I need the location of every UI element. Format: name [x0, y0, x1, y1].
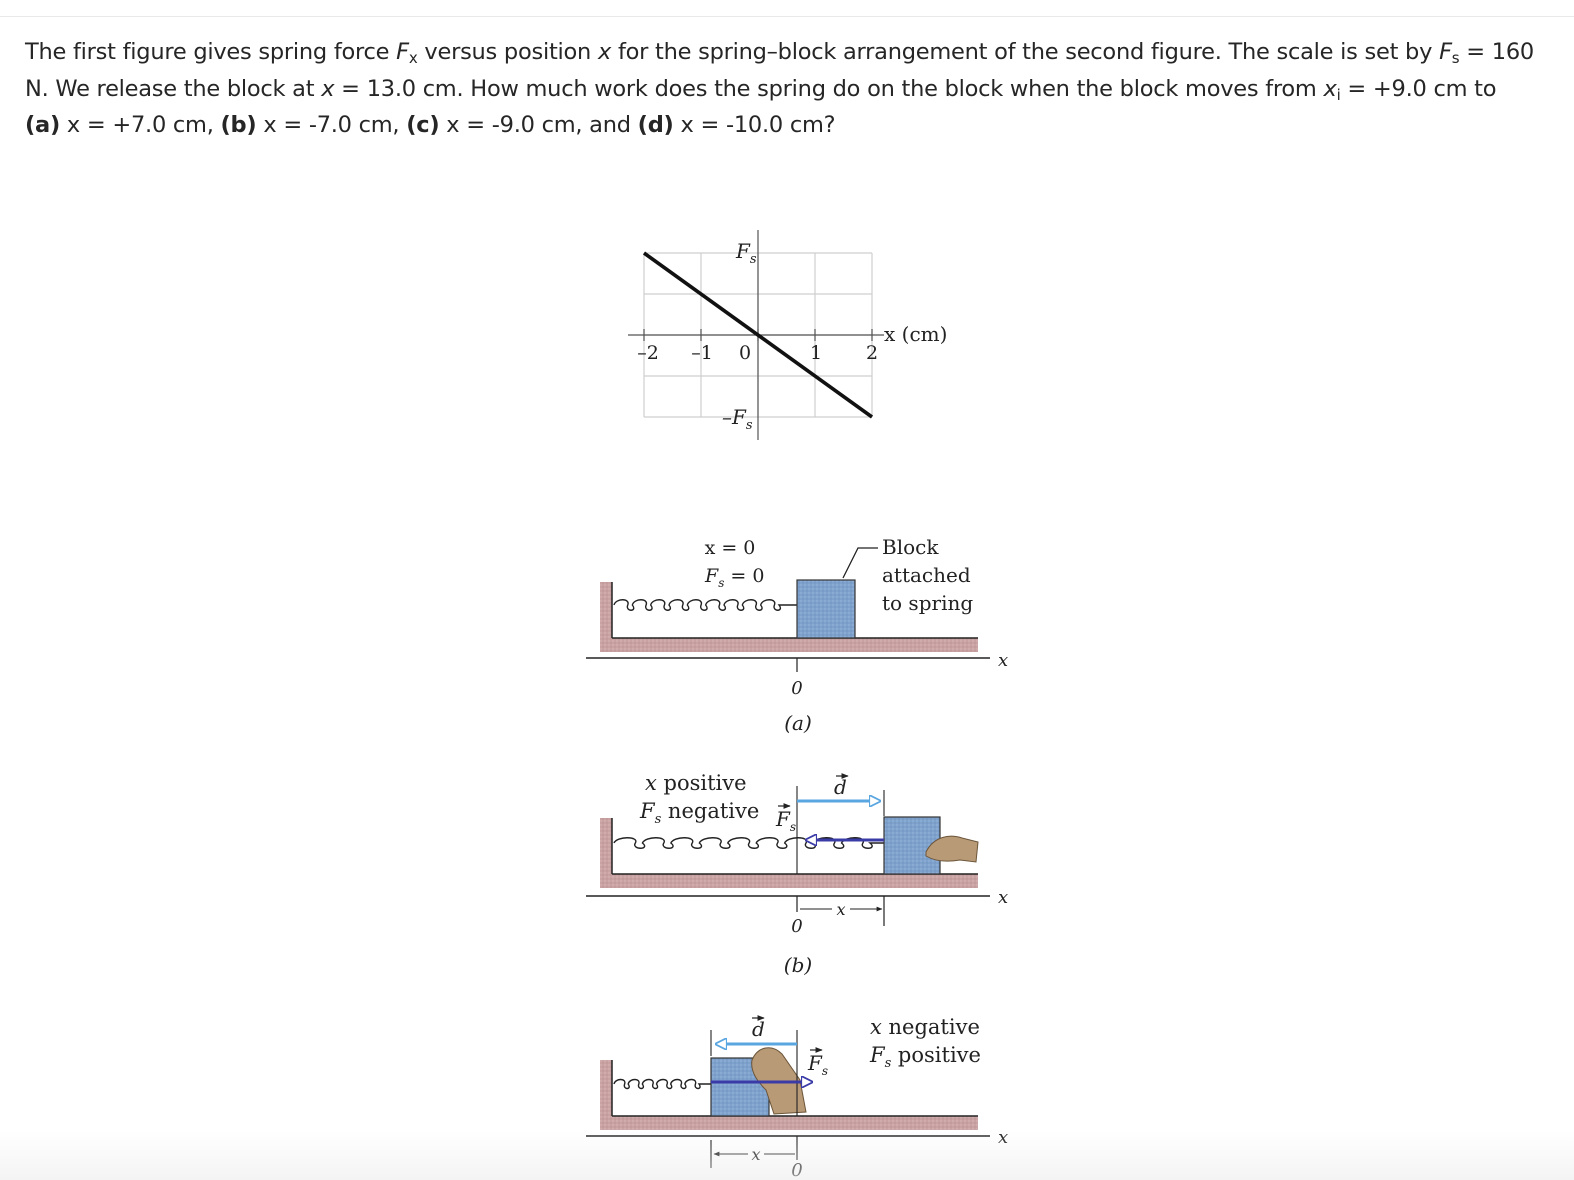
x-tick-label: 1	[810, 342, 822, 364]
fs-top-label: Fs	[735, 239, 757, 267]
panel-b-spring	[613, 837, 884, 849]
panel-c-line2: Fs positive	[869, 1043, 981, 1071]
question-part: = 160 N. We release the block at	[25, 39, 1534, 102]
part-c-text: x = -9.0 cm, and	[439, 112, 638, 138]
fs-variable: F	[1439, 39, 1452, 65]
question-text: The first figure gives spring force Fx v…	[25, 34, 1560, 144]
panel-c-spring	[613, 1078, 711, 1090]
block-label-line2: attached	[882, 563, 971, 587]
fx-subscript: x	[408, 49, 418, 67]
x-variable: x	[321, 75, 335, 102]
panel-b-hand	[925, 835, 979, 863]
panel-a: x = 0 Fs = 0 Block attached to spring 0 …	[586, 535, 1008, 735]
question-part: = 13.0 cm. How much work does the spring…	[334, 75, 1324, 102]
question-part: The first figure gives spring force	[25, 39, 397, 65]
panel-a-fs-equation: Fs = 0	[704, 565, 764, 590]
force-line-series	[642, 251, 874, 419]
panel-b-line2: Fs negative	[639, 799, 759, 827]
panel-a-leader-line	[842, 547, 878, 579]
fs-subscript: s	[1451, 49, 1460, 67]
panel-a-block	[796, 579, 856, 639]
panel-c-axis-label: x	[998, 1127, 1008, 1148]
part-d-text: x = -10.0 cm?	[673, 112, 836, 138]
block-label-line1: Block	[882, 535, 939, 559]
panel-c-x-marker: x	[751, 1145, 760, 1164]
panel-a-spring	[613, 599, 797, 611]
part-a-text: x = +7.0 cm,	[60, 112, 221, 138]
question-part: for the spring–block arrangement of the …	[611, 39, 1440, 65]
x-tick-label: –1	[691, 342, 713, 364]
xi-subscript: i	[1336, 85, 1341, 104]
xi-variable: x	[1323, 75, 1337, 102]
block-label-line3: to spring	[882, 591, 973, 615]
x-tick-label: –2	[637, 342, 659, 364]
panel-a-zero-label: 0	[791, 678, 802, 699]
graph-tick-labels: –2 –1 0 1 2	[637, 342, 878, 364]
fs-bottom-label: –Fs	[722, 405, 753, 433]
panel-b-line1: x positive	[645, 771, 747, 795]
part-b-label: (b)	[220, 112, 257, 138]
panel-b-caption: (b)	[784, 953, 812, 977]
part-c-label: (c)	[406, 112, 440, 138]
question-part: versus position	[417, 39, 598, 65]
panel-c-line1: x negative	[870, 1015, 980, 1039]
panel-b-x-marker: x	[836, 900, 845, 919]
panel-a-x-equation: x = 0	[705, 537, 756, 559]
panel-b-zero-label: 0	[791, 916, 802, 937]
top-divider	[0, 16, 1574, 17]
panel-b: x positive Fs negative d Fs x 0 x (b)	[586, 771, 1008, 977]
panel-a-caption: (a)	[784, 711, 812, 735]
part-a-label: (a)	[25, 112, 60, 138]
part-d-label: (d)	[637, 112, 674, 138]
panel-c-zero-label: 0	[791, 1160, 802, 1180]
panel-b-fs-label: Fs	[775, 807, 796, 834]
panel-c-fs-label: Fs	[807, 1051, 828, 1078]
panel-a-axis-label: x	[998, 650, 1008, 671]
panel-c-d-label: d	[752, 1017, 765, 1041]
x-tick-label: 2	[866, 342, 878, 364]
x-variable: x	[597, 39, 612, 65]
panel-b-d-label: d	[834, 775, 847, 799]
panel-b-axis-label: x	[998, 887, 1008, 908]
x-tick-label: 0	[739, 342, 751, 364]
panel-c: x negative Fs positive d Fs x 0 x	[586, 1015, 1008, 1180]
force-position-graph: –2 –1 0 1 2 Fs –Fs x (cm)	[628, 230, 947, 440]
fx-variable: F	[396, 39, 409, 65]
question-part: = +9.0 cm to	[1340, 75, 1497, 102]
part-b-text: x = -7.0 cm,	[256, 112, 407, 138]
graph-x-axis-label: x (cm)	[884, 322, 947, 346]
